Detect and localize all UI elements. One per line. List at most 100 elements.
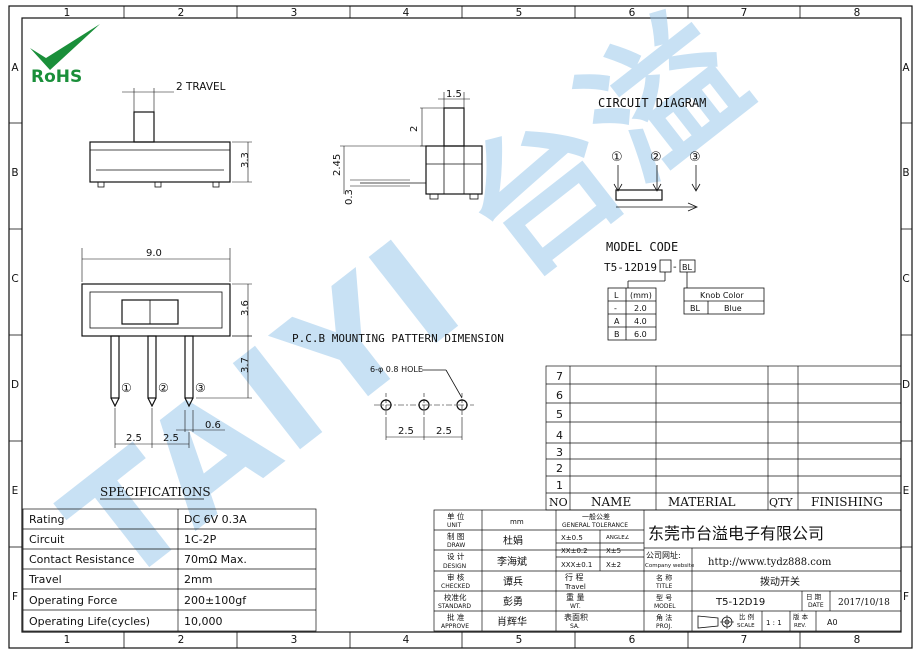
part-model: T5-12D19 [715, 597, 765, 608]
pcb-pattern: P.C.B MOUNTING PATTERN DIMENSION 6-φ 0.8… [292, 332, 504, 440]
projection-icon [697, 615, 734, 629]
zone-row-f-right: F [903, 591, 909, 603]
zone-col-8-top: 8 [854, 7, 861, 19]
role-design-en: DESIGN [443, 563, 466, 570]
tolerance-angle: ANGLE∠ [606, 534, 630, 541]
title-label-en: TITLE [655, 583, 672, 590]
zone-row-a-left: A [11, 62, 19, 74]
spec-circuit-value: 1C-2P [184, 533, 217, 546]
inner-frame [21, 17, 902, 633]
label-travel-cn: 行 程 [565, 572, 584, 582]
side-height-label: 3.3 [240, 152, 251, 168]
len-table-h0: L [614, 291, 619, 300]
role-checked-en: CHECKED [441, 583, 470, 590]
proj-label-cn: 角 法 [656, 613, 672, 622]
spec-rating-value: DC 6V 0.3A [184, 513, 247, 526]
model-code: MODEL CODE T5-12D19 - BL L (mm) - 2.0 A … [604, 240, 765, 341]
bom-table: 7 6 5 4 3 2 1 NO NAME MATERIAL QTY FINIS… [545, 365, 902, 511]
circuit-pin-2: ② [650, 150, 662, 165]
end-body-label: 2.45 [332, 154, 343, 176]
spec-life-label: Operating Life(cycles) [29, 615, 150, 628]
circuit-pin-3: ③ [689, 150, 701, 165]
color-table-r0c0: BL [690, 304, 700, 313]
zone-col-7-top: 7 [741, 7, 748, 19]
circuit-title: CIRCUIT DIAGRAM [598, 96, 706, 110]
zone-rows: A B C D E F A B C D E F [11, 62, 910, 603]
end-body [425, 145, 483, 195]
bom-row-5: 5 [556, 408, 563, 421]
bom-row-6: 6 [556, 389, 563, 402]
title-label-cn: 名 称 [656, 573, 672, 582]
travel-dim-label: 2 TRAVEL [176, 81, 226, 93]
pin-1-label: ① [121, 381, 132, 395]
rohs-text: RoHS [31, 67, 82, 87]
bom-header-material: MATERIAL [668, 495, 736, 509]
rev-value: A0 [827, 618, 838, 627]
spec-travel-value: 2mm [184, 573, 212, 586]
role-draw-en: DRAW [447, 542, 465, 549]
title-block: 单 位 UNIT 制 图 DRAW 设 计 DESIGN 审 核 CHECKED… [433, 509, 902, 632]
specifications-title: SPECIFICATIONS [100, 485, 211, 499]
pcb-pitch-2: 2.5 [436, 426, 452, 437]
tolerance-title-en: GENERAL TOLERANCE [562, 522, 628, 529]
zone-row-b-left: B [11, 167, 18, 179]
role-standard-value: 彭勇 [503, 595, 523, 608]
top-width-label: 9.0 [146, 248, 162, 259]
side-body [89, 141, 231, 183]
bom-header-no: NO [549, 496, 568, 509]
len-table-r2c0: B [614, 330, 620, 339]
color-table-r0c1: Blue [724, 304, 742, 313]
len-table-r2c1: 6.0 [634, 330, 647, 339]
proj-label-en: PROJ. [656, 623, 672, 630]
zone-row-e-right: E [903, 485, 910, 497]
top-view: 9.0 3.6 ① ② ③ 3.7 0.6 2.5 2.5 [81, 248, 252, 448]
role-unit-value: mm [510, 518, 524, 526]
tol-r0c0: X±0.5 [561, 534, 583, 542]
zone-row-c-right: C [902, 273, 909, 285]
label-wt-cn: 重 量 [566, 592, 585, 602]
spec-circuit-label: Circuit [29, 533, 65, 546]
zone-row-d-right: D [902, 379, 910, 391]
len-table-r0c0: - [614, 304, 617, 313]
scale-label-cn: 比 例 [739, 612, 754, 621]
model-code-value: T5-12D19 [604, 261, 657, 274]
role-checked-cn: 审 核 [447, 572, 465, 582]
label-sa-en: SA. [570, 623, 580, 630]
bom-header-name: NAME [591, 495, 631, 509]
role-draw-cn: 制 图 [447, 531, 464, 541]
circuit-diagram: CIRCUIT DIAGRAM ① ② ③ [598, 96, 706, 212]
label-sa-cn: 表面积 [564, 612, 588, 622]
zone-row-c-left: C [11, 273, 18, 285]
pcb-title: P.C.B MOUNTING PATTERN DIMENSION [292, 332, 504, 345]
zone-col-6-bottom: 6 [629, 634, 636, 646]
pcb-hole-label: 6-φ 0.8 HOLE [370, 365, 423, 374]
role-checked-value: 谭兵 [503, 575, 523, 588]
spec-travel-label: Travel [28, 573, 62, 586]
label-wt-en: WT. [570, 603, 581, 610]
role-design-cn: 设 计 [447, 551, 465, 561]
model-code-suffix: BL [682, 263, 692, 272]
circuit-slider [615, 189, 663, 201]
end-pin-label: 0.3 [344, 189, 355, 205]
side-view: 2 TRAVEL 3.3 [89, 81, 252, 188]
zone-col-5-top: 5 [516, 7, 523, 19]
len-table-r1c1: 4.0 [634, 317, 647, 326]
website-label-cn: 公司网址: [646, 550, 681, 560]
scale-label-en: SCALE [737, 623, 755, 629]
bom-row-3: 3 [556, 446, 563, 459]
zone-col-7-bottom: 7 [741, 634, 748, 646]
tol-r2c1: X±2 [606, 561, 621, 569]
zone-row-a-right: A [902, 62, 910, 74]
spec-force-label: Operating Force [29, 594, 117, 607]
website-label-en: Company website [645, 563, 695, 569]
role-unit-cn: 单 位 [447, 511, 465, 521]
svg-text:-: - [673, 262, 677, 273]
end-knob-label: 2 [409, 126, 420, 132]
zone-row-b-right: B [902, 167, 909, 179]
model-label-en: MODEL [654, 603, 676, 610]
len-table-r0c1: 2.0 [634, 304, 647, 313]
zone-col-3-bottom: 3 [291, 634, 298, 646]
zone-col-8-bottom: 8 [854, 634, 861, 646]
date-label-en: DATE [808, 602, 824, 609]
